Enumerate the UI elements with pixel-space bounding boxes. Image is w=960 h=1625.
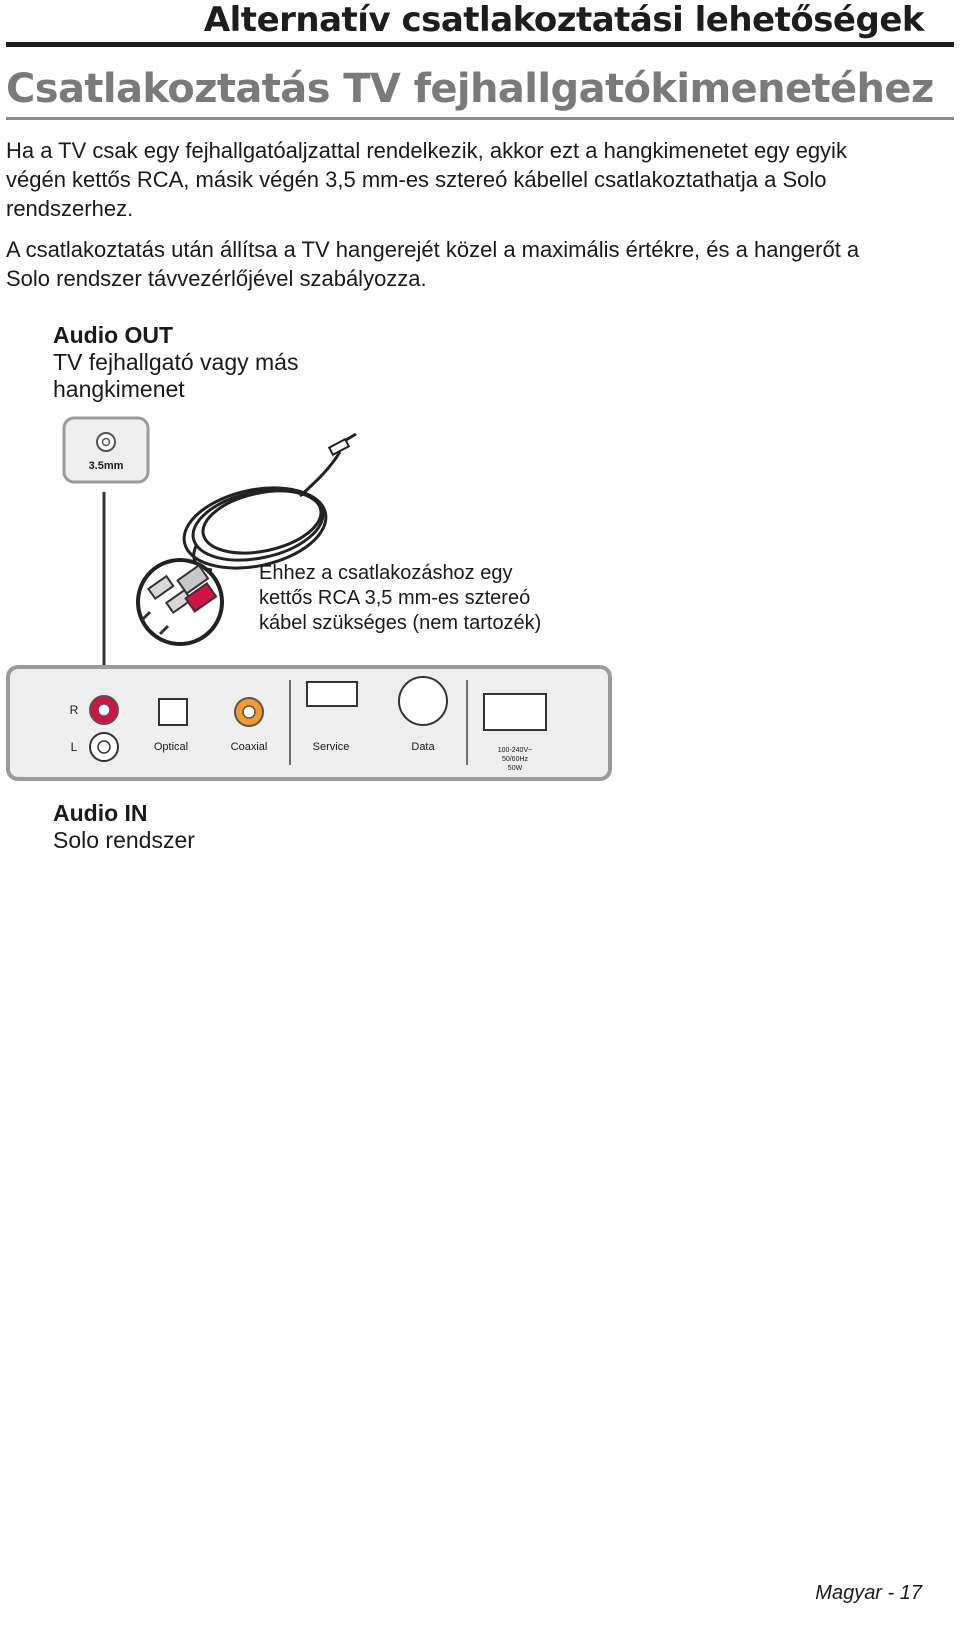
left-channel-label: L [71, 740, 78, 754]
data-label: Data [411, 741, 435, 753]
power-label-line1: 100-240V~ [498, 747, 532, 754]
cable-note: Ehhez a csatlakozáshoz egy kettős RCA 3,… [259, 561, 619, 636]
right-channel-label: R [70, 703, 79, 717]
optical-label: Optical [154, 741, 188, 753]
audio-out-line2: hangkimenet [53, 376, 185, 402]
page-title: Csatlakoztatás TV fejhallgatókimenetéhez [6, 66, 934, 112]
rca-plugs-icon [136, 558, 224, 646]
tv-headphone-jack: 3.5mm [62, 416, 150, 484]
service-label: Service [313, 741, 350, 753]
service-port-icon [306, 681, 358, 707]
volume-paragraph: A csatlakoztatás után állítsa a TV hange… [6, 237, 860, 291]
coaxial-label: Coaxial [231, 741, 268, 753]
page-number: Magyar - 17 [815, 1582, 922, 1604]
cable-note-line2: kettős RCA 3,5 mm-es sztereó [259, 587, 531, 609]
audio-in-label: Audio IN Solo rendszer [53, 800, 373, 854]
audio-in-title: Audio IN [53, 800, 148, 826]
cable-note-line1: Ehhez a csatlakozáshoz egy [259, 562, 513, 584]
jack-label: 3.5mm [89, 460, 124, 472]
optical-port-icon [158, 698, 188, 726]
data-port-icon [398, 676, 448, 726]
section-title: Alternatív csatlakoztatási lehetőségek [203, 0, 925, 40]
power-port-icon [483, 693, 547, 731]
mini-jack-plug-icon [327, 432, 357, 457]
audio-out-line1: TV fejhallgató vagy más [53, 349, 299, 375]
intro-paragraph: Ha a TV csak egy fejhallgatóaljzattal re… [6, 138, 847, 221]
audio-out-title: Audio OUT [53, 322, 174, 348]
audio-in-subtitle: Solo rendszer [53, 827, 195, 853]
power-label-line3: 50W [508, 765, 523, 772]
power-label-line2: 50/60Hz [502, 756, 529, 763]
rear-panel: R L Optical Coaxial Service Data 100-240… [6, 665, 612, 781]
coiled-cable-icon [182, 451, 342, 572]
audio-out-label: Audio OUT TV fejhallgató vagy más hangki… [53, 322, 373, 403]
header-rule [6, 42, 954, 47]
title-rule [6, 117, 954, 120]
cable-note-line3: kábel szükséges (nem tartozék) [259, 612, 542, 634]
